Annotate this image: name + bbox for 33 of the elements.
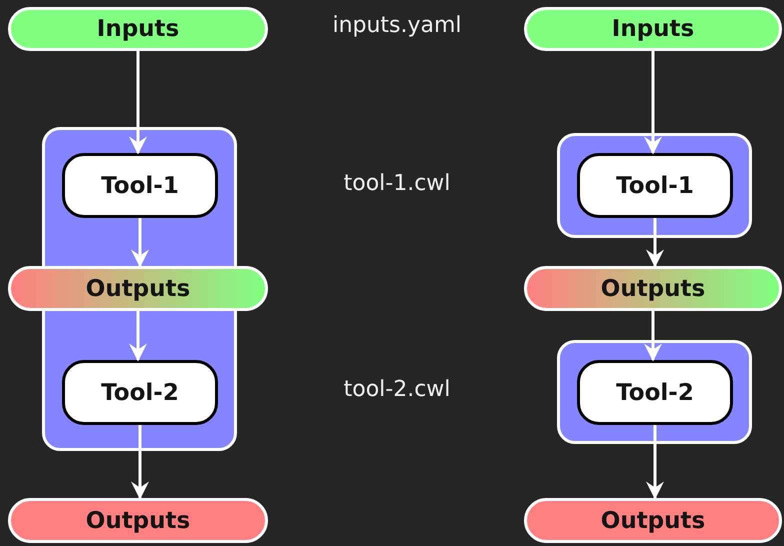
node-label: Outputs — [86, 508, 190, 534]
arrow — [646, 425, 664, 500]
tool-box — [62, 360, 218, 425]
tool-box — [577, 360, 733, 425]
arrow — [131, 218, 149, 268]
arrow — [131, 425, 149, 500]
arrow — [644, 311, 662, 362]
file-name-label: inputs.yaml — [332, 13, 462, 38]
arrow — [644, 51, 662, 154]
arrow — [129, 311, 147, 362]
node-label: Tool-1 — [101, 172, 179, 198]
workflow-step-panel — [557, 340, 752, 444]
node-label: Outputs — [86, 276, 190, 302]
file-name-label: tool-1.cwl — [344, 171, 450, 196]
workflow-step-panel — [557, 133, 752, 238]
arrow — [129, 51, 147, 154]
node-label: Inputs — [96, 16, 180, 42]
tool-box — [62, 153, 218, 218]
file-name-label: tool-2.cwl — [344, 377, 450, 402]
node-label: Tool-2 — [616, 380, 694, 406]
data-pill — [8, 266, 268, 311]
data-pill — [8, 7, 268, 51]
node-label: Outputs — [600, 276, 706, 302]
node-label: Inputs — [612, 16, 694, 42]
node-label: Tool-1 — [616, 172, 694, 198]
node-label: Outputs — [600, 508, 706, 534]
data-pill — [8, 498, 268, 543]
data-pill — [524, 498, 782, 543]
node-label: Tool-2 — [101, 380, 179, 406]
data-pill — [524, 7, 782, 51]
tool-box — [577, 153, 733, 218]
data-pill — [524, 266, 782, 311]
arrow — [646, 218, 664, 268]
